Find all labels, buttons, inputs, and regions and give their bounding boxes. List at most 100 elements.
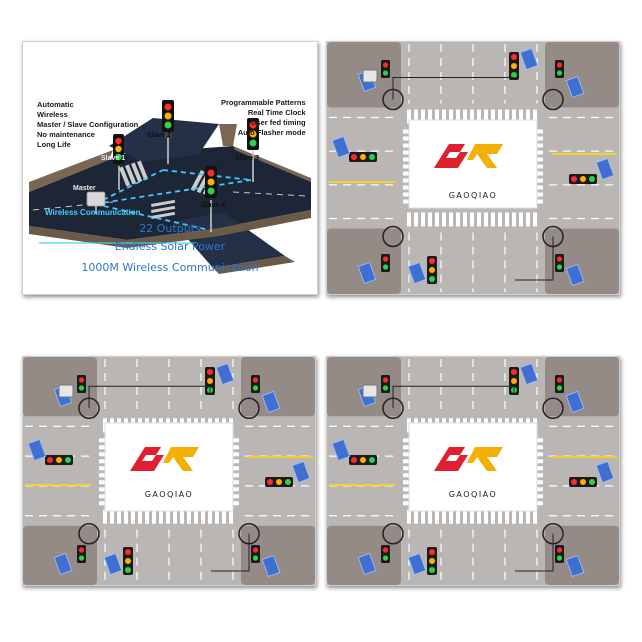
solar-panel: [261, 390, 281, 414]
ped-signal: [555, 60, 564, 78]
zebra-stripe: [512, 109, 516, 124]
ped-lamp: [78, 377, 85, 383]
logo-mark-red: [434, 447, 468, 471]
zebra-stripe: [498, 212, 502, 227]
logo-mark-yellow: [467, 144, 503, 168]
zebra-stripe: [117, 509, 121, 524]
logo-mark-red: [434, 144, 468, 168]
ped-lamp: [556, 385, 563, 391]
features-right: Programmable Patterns Real Time Clock Us…: [221, 98, 306, 138]
ped-lamp: [78, 385, 85, 391]
pole-curb: [382, 225, 404, 248]
solar-panel: [407, 552, 427, 576]
signal-south: [123, 547, 133, 575]
zebra-stripe: [505, 212, 509, 227]
feature-item: Auto Flasher mode: [237, 128, 306, 137]
controller-box: [362, 384, 378, 398]
zebra-stripe: [229, 509, 233, 524]
signal-lamp: [125, 558, 131, 564]
signal-lamp: [125, 567, 131, 573]
ped-lamp: [78, 555, 85, 561]
feature-item: Automatic: [37, 100, 74, 109]
intersection-3d-illustration: [29, 100, 311, 274]
ped-lamp: [382, 555, 389, 561]
zebra-stripe: [435, 212, 439, 227]
label-slave3: Slave 3: [235, 155, 260, 162]
intersection-plan-1: [327, 42, 619, 294]
signal-lamp: [207, 378, 213, 384]
zebra-stripe: [187, 509, 191, 524]
signal-lamp: [589, 176, 595, 182]
zebra-stripe: [505, 109, 509, 124]
intersection-panel-2: GAOQIAO: [23, 357, 315, 585]
controller-box: [362, 69, 378, 83]
signal-lamp: [47, 457, 53, 463]
signal-lamp: [429, 558, 435, 564]
zebra-stripe: [477, 509, 481, 524]
sidewalk-block: [241, 357, 315, 417]
intersection-frame-2: GAOQIAO: [22, 356, 316, 586]
solar-panel: [565, 263, 585, 287]
feature-item: No maintenance: [37, 130, 95, 139]
signal-north: [509, 367, 519, 395]
feature-item: Master / Slave Configuration: [37, 120, 139, 129]
solar-panel: [565, 390, 585, 414]
features-left: Automatic Wireless Master / Slave Config…: [37, 100, 138, 150]
signal-west: [45, 455, 73, 465]
ped-signal: [555, 375, 564, 393]
zebra-stripe: [470, 109, 474, 124]
slave2-signal: [162, 100, 174, 164]
ped-lamp: [78, 547, 85, 553]
ped-lamp: [556, 70, 563, 76]
ped-lamp: [252, 377, 259, 383]
zebra-stripe: [421, 212, 425, 227]
ped-signal: [555, 254, 564, 272]
slave4-signal: [205, 166, 217, 232]
logo-mark-yellow: [467, 447, 503, 471]
zebra-stripe: [428, 109, 432, 124]
signal-lamp: [511, 72, 517, 78]
caption-wireless: 1000M Wireless Communication: [81, 261, 259, 274]
signal-cable: [88, 385, 211, 409]
pole-curb: [78, 522, 100, 545]
ped-lamp: [252, 547, 259, 553]
zebra-stripe: [435, 509, 439, 524]
master-controller: [86, 191, 106, 214]
zebra-stripe: [131, 509, 135, 524]
solar-panel: [103, 552, 123, 576]
ped-lamp: [556, 377, 563, 383]
zebra-stripe: [442, 212, 446, 227]
brand-text: GAOQIAO: [449, 490, 498, 499]
sidewalk-block: [545, 42, 619, 108]
sidewalk-block: [241, 525, 315, 585]
signal-cable: [515, 236, 554, 281]
solar-panel: [215, 362, 235, 386]
ped-lamp: [382, 70, 389, 76]
intersection-plan-2: [23, 357, 315, 585]
signal-west: [349, 152, 377, 162]
feature-item: Programmable Patterns: [221, 98, 306, 107]
zebra-stripe: [533, 509, 537, 524]
zebra-stripe: [484, 109, 488, 124]
intersection-plan-3: [327, 357, 619, 585]
zebra-stripe: [449, 212, 453, 227]
zebra-stripe: [201, 509, 205, 524]
center-logo-box: [408, 422, 538, 512]
intersection-panel-1: GAOQIAO: [327, 42, 619, 294]
ped-lamp: [382, 385, 389, 391]
zebra-stripe: [103, 509, 107, 524]
signal-lamp: [429, 567, 435, 573]
zebra-stripe: [484, 212, 488, 227]
signal-lamp: [65, 457, 71, 463]
ped-signal: [555, 545, 564, 563]
zebra-stripe: [428, 212, 432, 227]
solar-panel: [565, 554, 585, 578]
signal-lamp: [267, 479, 273, 485]
zebra-stripe: [124, 509, 128, 524]
signal-lamp: [511, 369, 517, 375]
zebra-stripe: [407, 109, 411, 124]
zebra-stripe: [533, 109, 537, 124]
signal-north: [509, 52, 519, 80]
signal-cable: [392, 385, 515, 409]
ped-signal: [251, 545, 260, 563]
